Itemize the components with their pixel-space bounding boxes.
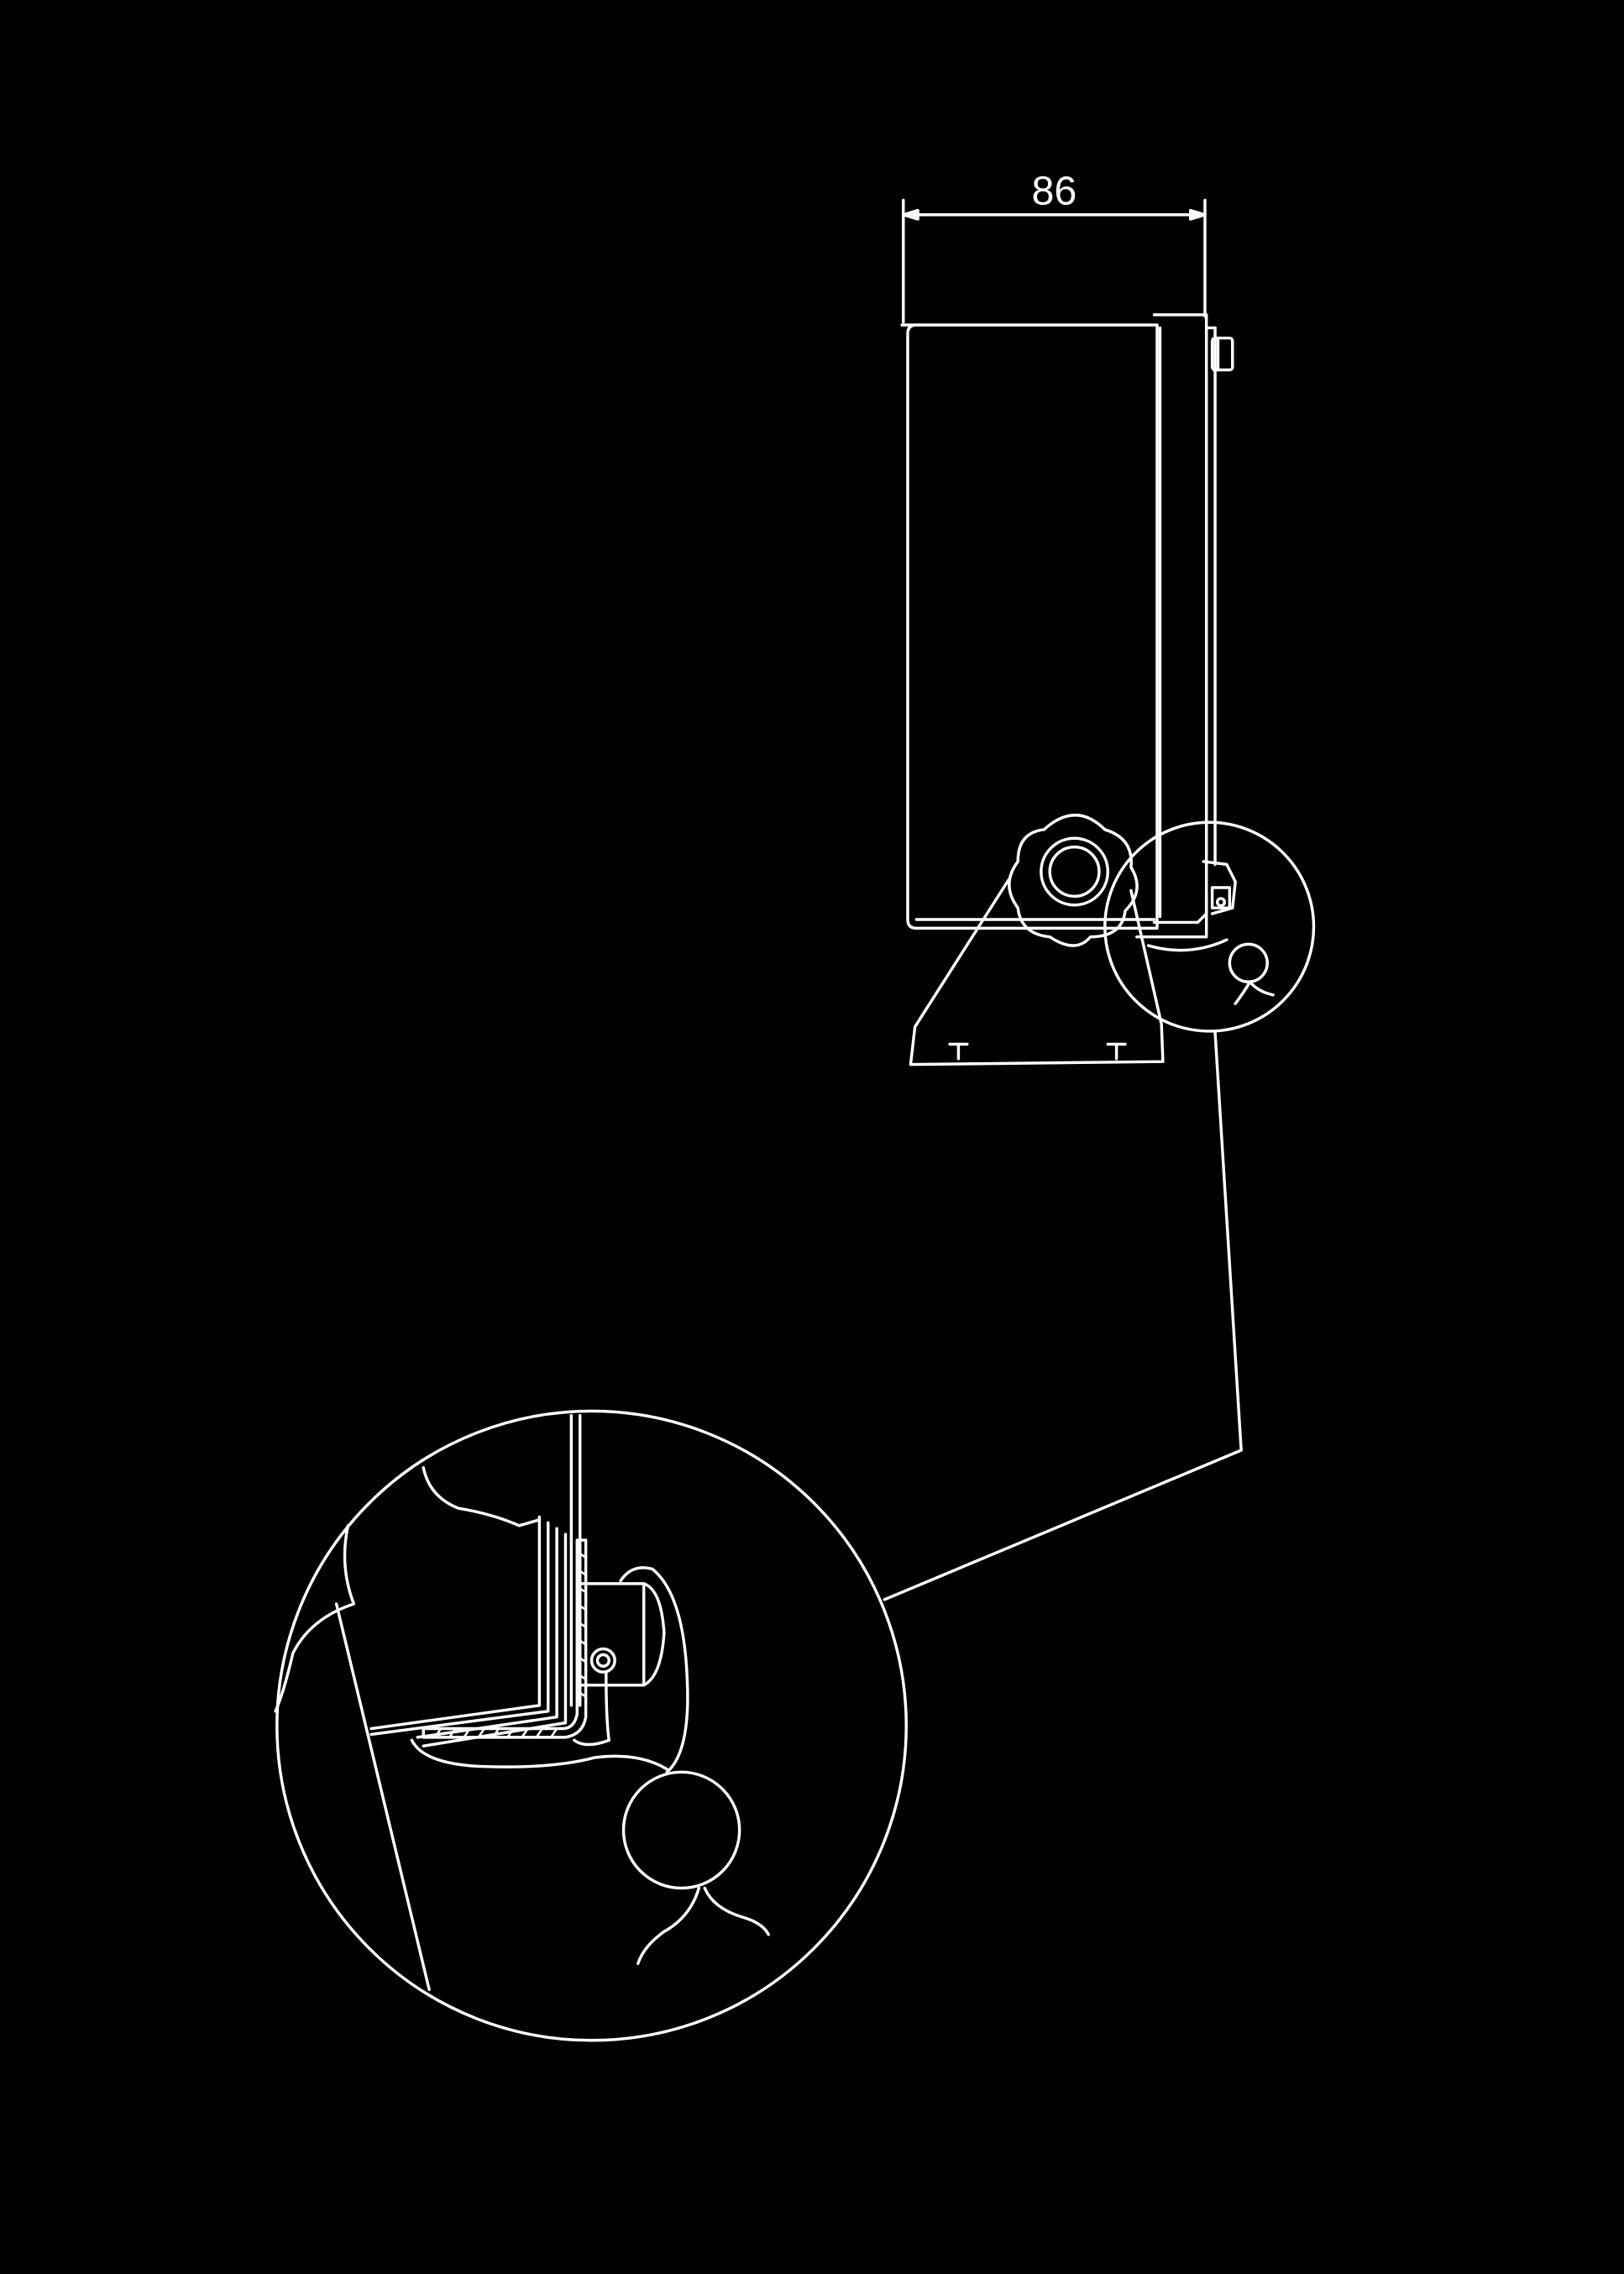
enlarged-housing-contour-top <box>422 1465 542 1527</box>
width-dimension <box>902 198 1207 324</box>
enlarged-nut-hole-inner <box>595 1653 610 1669</box>
callout-small-wire-a <box>1234 980 1252 1005</box>
dimension-arrow-left <box>902 208 919 221</box>
top-cable-gland <box>1210 336 1234 372</box>
enlarged-bracket-edge-outer <box>334 1602 431 1992</box>
callout-circle-small <box>1103 820 1316 1033</box>
star-knob <box>1008 813 1139 947</box>
knob-inner-ring <box>1048 845 1101 899</box>
enlarged-gasket <box>422 1538 588 1739</box>
housing-cover-plate <box>1152 313 1208 925</box>
dimension-width-label: 86 <box>1031 169 1077 214</box>
callout-small-nut <box>1210 886 1232 909</box>
enlarged-l-wall-1 <box>369 1515 542 1731</box>
bracket-outline <box>909 877 1165 1066</box>
knob-lobed-outline <box>1008 813 1139 947</box>
enlarged-gasket-hatching <box>433 1550 587 1739</box>
enlarged-detail-circle <box>275 1409 908 2042</box>
callout-small-wire-b <box>1248 980 1275 997</box>
mounting-bracket <box>909 877 1165 1066</box>
housing-body <box>900 323 1159 930</box>
knob-outer-ring <box>1040 836 1109 907</box>
housing <box>900 313 1234 930</box>
detail-leader-line <box>883 1030 1243 1601</box>
callout-small-screw <box>1215 897 1226 908</box>
callout-small-contour <box>1146 938 1228 952</box>
enlarged-gasket-underside <box>410 1738 669 1771</box>
detail-callout-small <box>1103 820 1316 1033</box>
enlarged-l-wall-2 <box>369 1521 550 1737</box>
enlarged-l-wall-3 <box>416 1527 558 1739</box>
enlarged-l-wall-4 <box>422 1533 568 1747</box>
enlarged-bracket-wavy-edge <box>274 1524 356 1713</box>
enlarged-cable-wire-a <box>637 1886 701 1965</box>
enlarged-housing-contour-right <box>619 1566 689 1774</box>
enlarged-nut-block <box>578 1582 666 1687</box>
enlarged-nut-hole-outer <box>589 1647 616 1674</box>
detail-enlargement <box>274 1409 908 2042</box>
enlarged-cable <box>621 1770 741 1890</box>
enlarged-cable-wire-b <box>703 1886 770 1936</box>
callout-small-cable <box>1228 942 1269 983</box>
dimension-arrow-right <box>1188 208 1207 221</box>
enlarged-clip-contour <box>573 1672 610 1747</box>
callout-connector-bracket <box>1202 860 1237 915</box>
callout-small-gasket <box>1135 894 1208 939</box>
